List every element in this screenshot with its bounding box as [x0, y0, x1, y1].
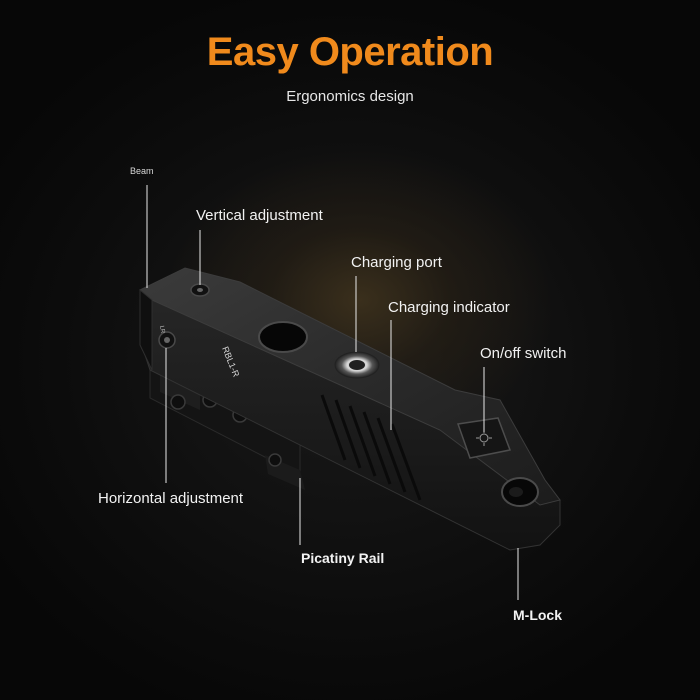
side-marking: LR	[158, 325, 165, 334]
grip-grooves	[320, 394, 422, 501]
horizontal-adjustment-screw	[158, 331, 176, 349]
vertical-adjustment-screw	[190, 283, 210, 297]
callout-horizontal-adjustment: Horizontal adjustment	[98, 490, 244, 507]
callout-charging-port: Charging port	[351, 254, 442, 271]
m-lock-slot	[501, 477, 539, 507]
callout-on-off-switch: On/off switch	[480, 345, 567, 362]
headline: Easy Operation	[206, 30, 494, 74]
charging-port	[334, 351, 380, 379]
callout-picatiny-rail: Picatiny Rail	[301, 550, 385, 566]
beam-aperture	[139, 288, 153, 371]
subheadline: Ergonomics design	[286, 88, 414, 105]
power-switch	[456, 417, 512, 459]
callout-m-lock: M-Lock	[513, 607, 562, 623]
callout-vertical-adjustment: Vertical adjustment	[196, 207, 323, 224]
callout-leader-lines	[146, 185, 519, 600]
callout-beam: Beam	[130, 166, 154, 176]
indicator-recess	[258, 321, 308, 353]
callout-charging-indicator: Charging indicator	[388, 299, 510, 316]
device-body-top	[139, 267, 561, 506]
